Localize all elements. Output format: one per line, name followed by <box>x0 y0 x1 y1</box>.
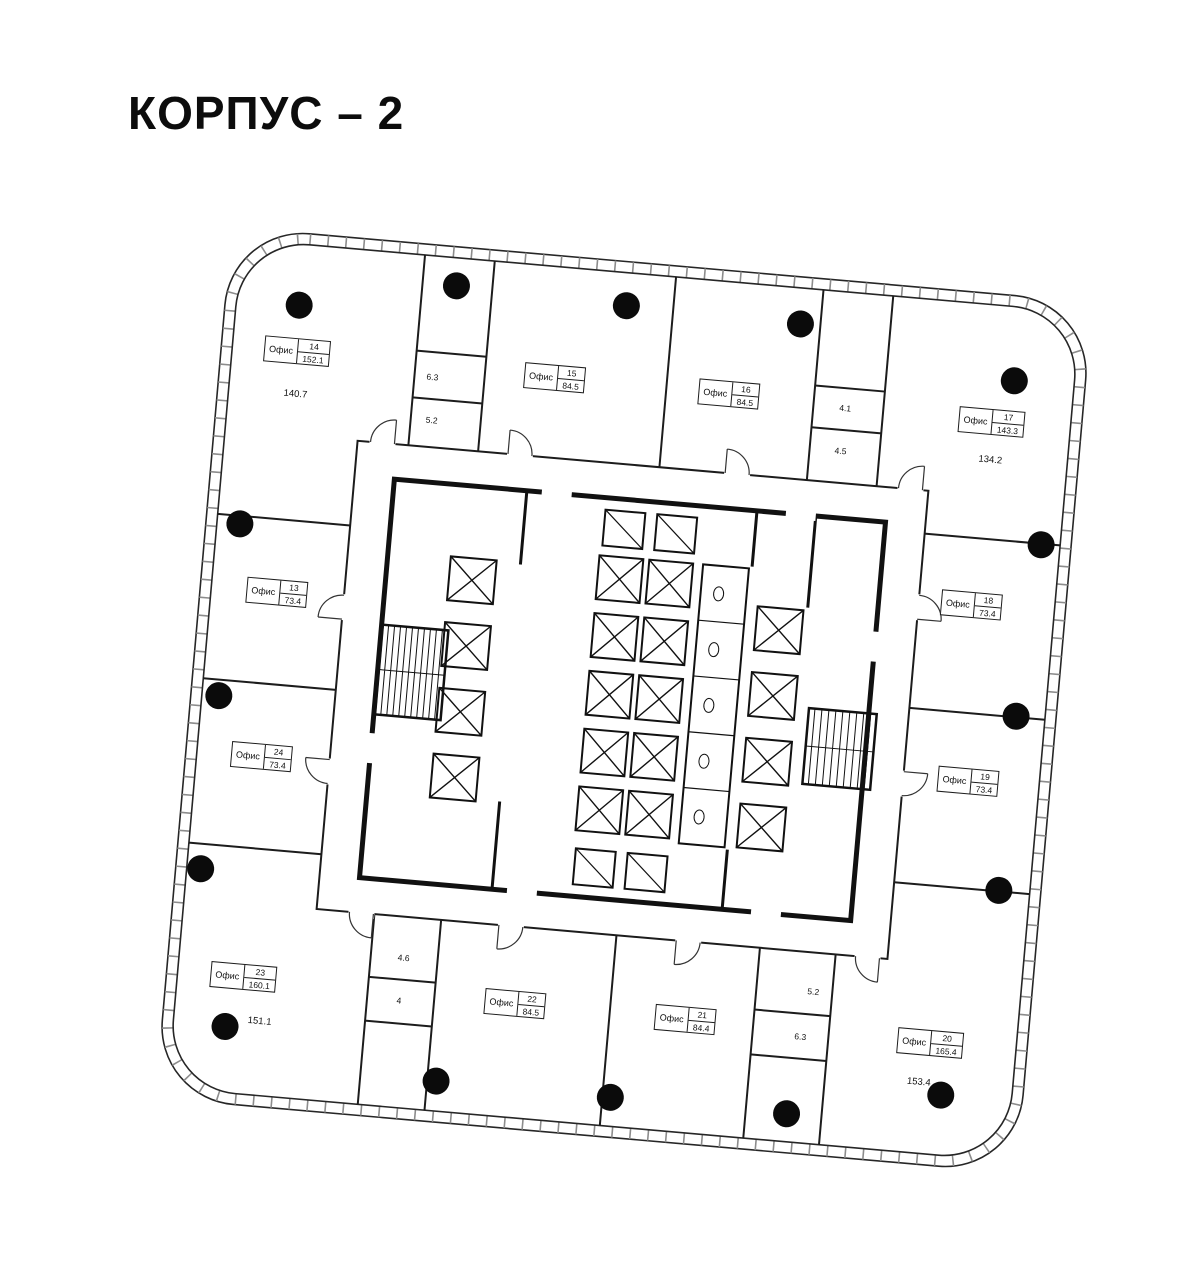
office-extra-area-23: 151.1 <box>247 1014 272 1028</box>
office-area: 84.5 <box>522 1005 540 1018</box>
elevator-shafts <box>428 554 805 853</box>
small-room-area: 5.2 <box>806 986 820 998</box>
restroom-block <box>677 563 751 849</box>
office-area: 84.5 <box>561 379 580 392</box>
office-name: Офис <box>940 590 976 618</box>
office-area: 73.4 <box>975 783 993 795</box>
duct-shafts <box>571 508 699 894</box>
stairwell-left <box>373 623 450 722</box>
stairwell-right <box>801 706 879 792</box>
office-ring-wall <box>315 439 930 961</box>
office-area: 73.4 <box>268 758 287 771</box>
door-arcs <box>305 419 942 983</box>
office-area: 84.5 <box>736 396 754 408</box>
office-name: Офис <box>484 989 520 1016</box>
facade <box>161 232 1087 1168</box>
door-gaps <box>322 436 925 964</box>
office-area: 84.4 <box>692 1021 710 1034</box>
office-area: 160.1 <box>248 978 271 991</box>
office-name: Офис <box>264 336 300 364</box>
office-name: Офис <box>897 1028 933 1056</box>
office-area: 165.4 <box>935 1045 958 1057</box>
office-area: 152.1 <box>301 353 325 366</box>
small-room-area: 5.2 <box>425 414 438 426</box>
office-name: Офис <box>698 379 734 407</box>
small-room-area: 4.5 <box>834 445 847 457</box>
office-name: Офис <box>210 962 246 989</box>
office-name: Офис <box>654 1005 690 1032</box>
toilet-icons <box>693 586 725 825</box>
office-name: Офис <box>937 766 973 794</box>
office-name: Офис <box>246 577 282 605</box>
office-name: Офис <box>958 407 994 435</box>
small-room-area: 4.6 <box>397 952 411 964</box>
office-name: Офис <box>231 742 266 769</box>
small-room-area: 4 <box>396 995 402 1006</box>
small-room-area: 6.3 <box>794 1031 807 1043</box>
page-title: КОРПУС – 2 <box>128 87 405 139</box>
core-inner-walls <box>490 492 818 908</box>
elevator-x-marks <box>429 554 804 852</box>
small-room-area: 6.3 <box>426 371 439 383</box>
office-area: 143.3 <box>996 423 1019 436</box>
office-extra-area-20: 153.4 <box>906 1075 932 1089</box>
office-area: 73.4 <box>978 607 997 619</box>
small-room-area: 4.1 <box>838 402 852 414</box>
office-extra-area-14: 140.7 <box>283 387 308 401</box>
office-area: 73.4 <box>284 594 302 606</box>
office-extra-area-17: 134.2 <box>977 453 1003 467</box>
office-name: Офис <box>524 363 560 390</box>
